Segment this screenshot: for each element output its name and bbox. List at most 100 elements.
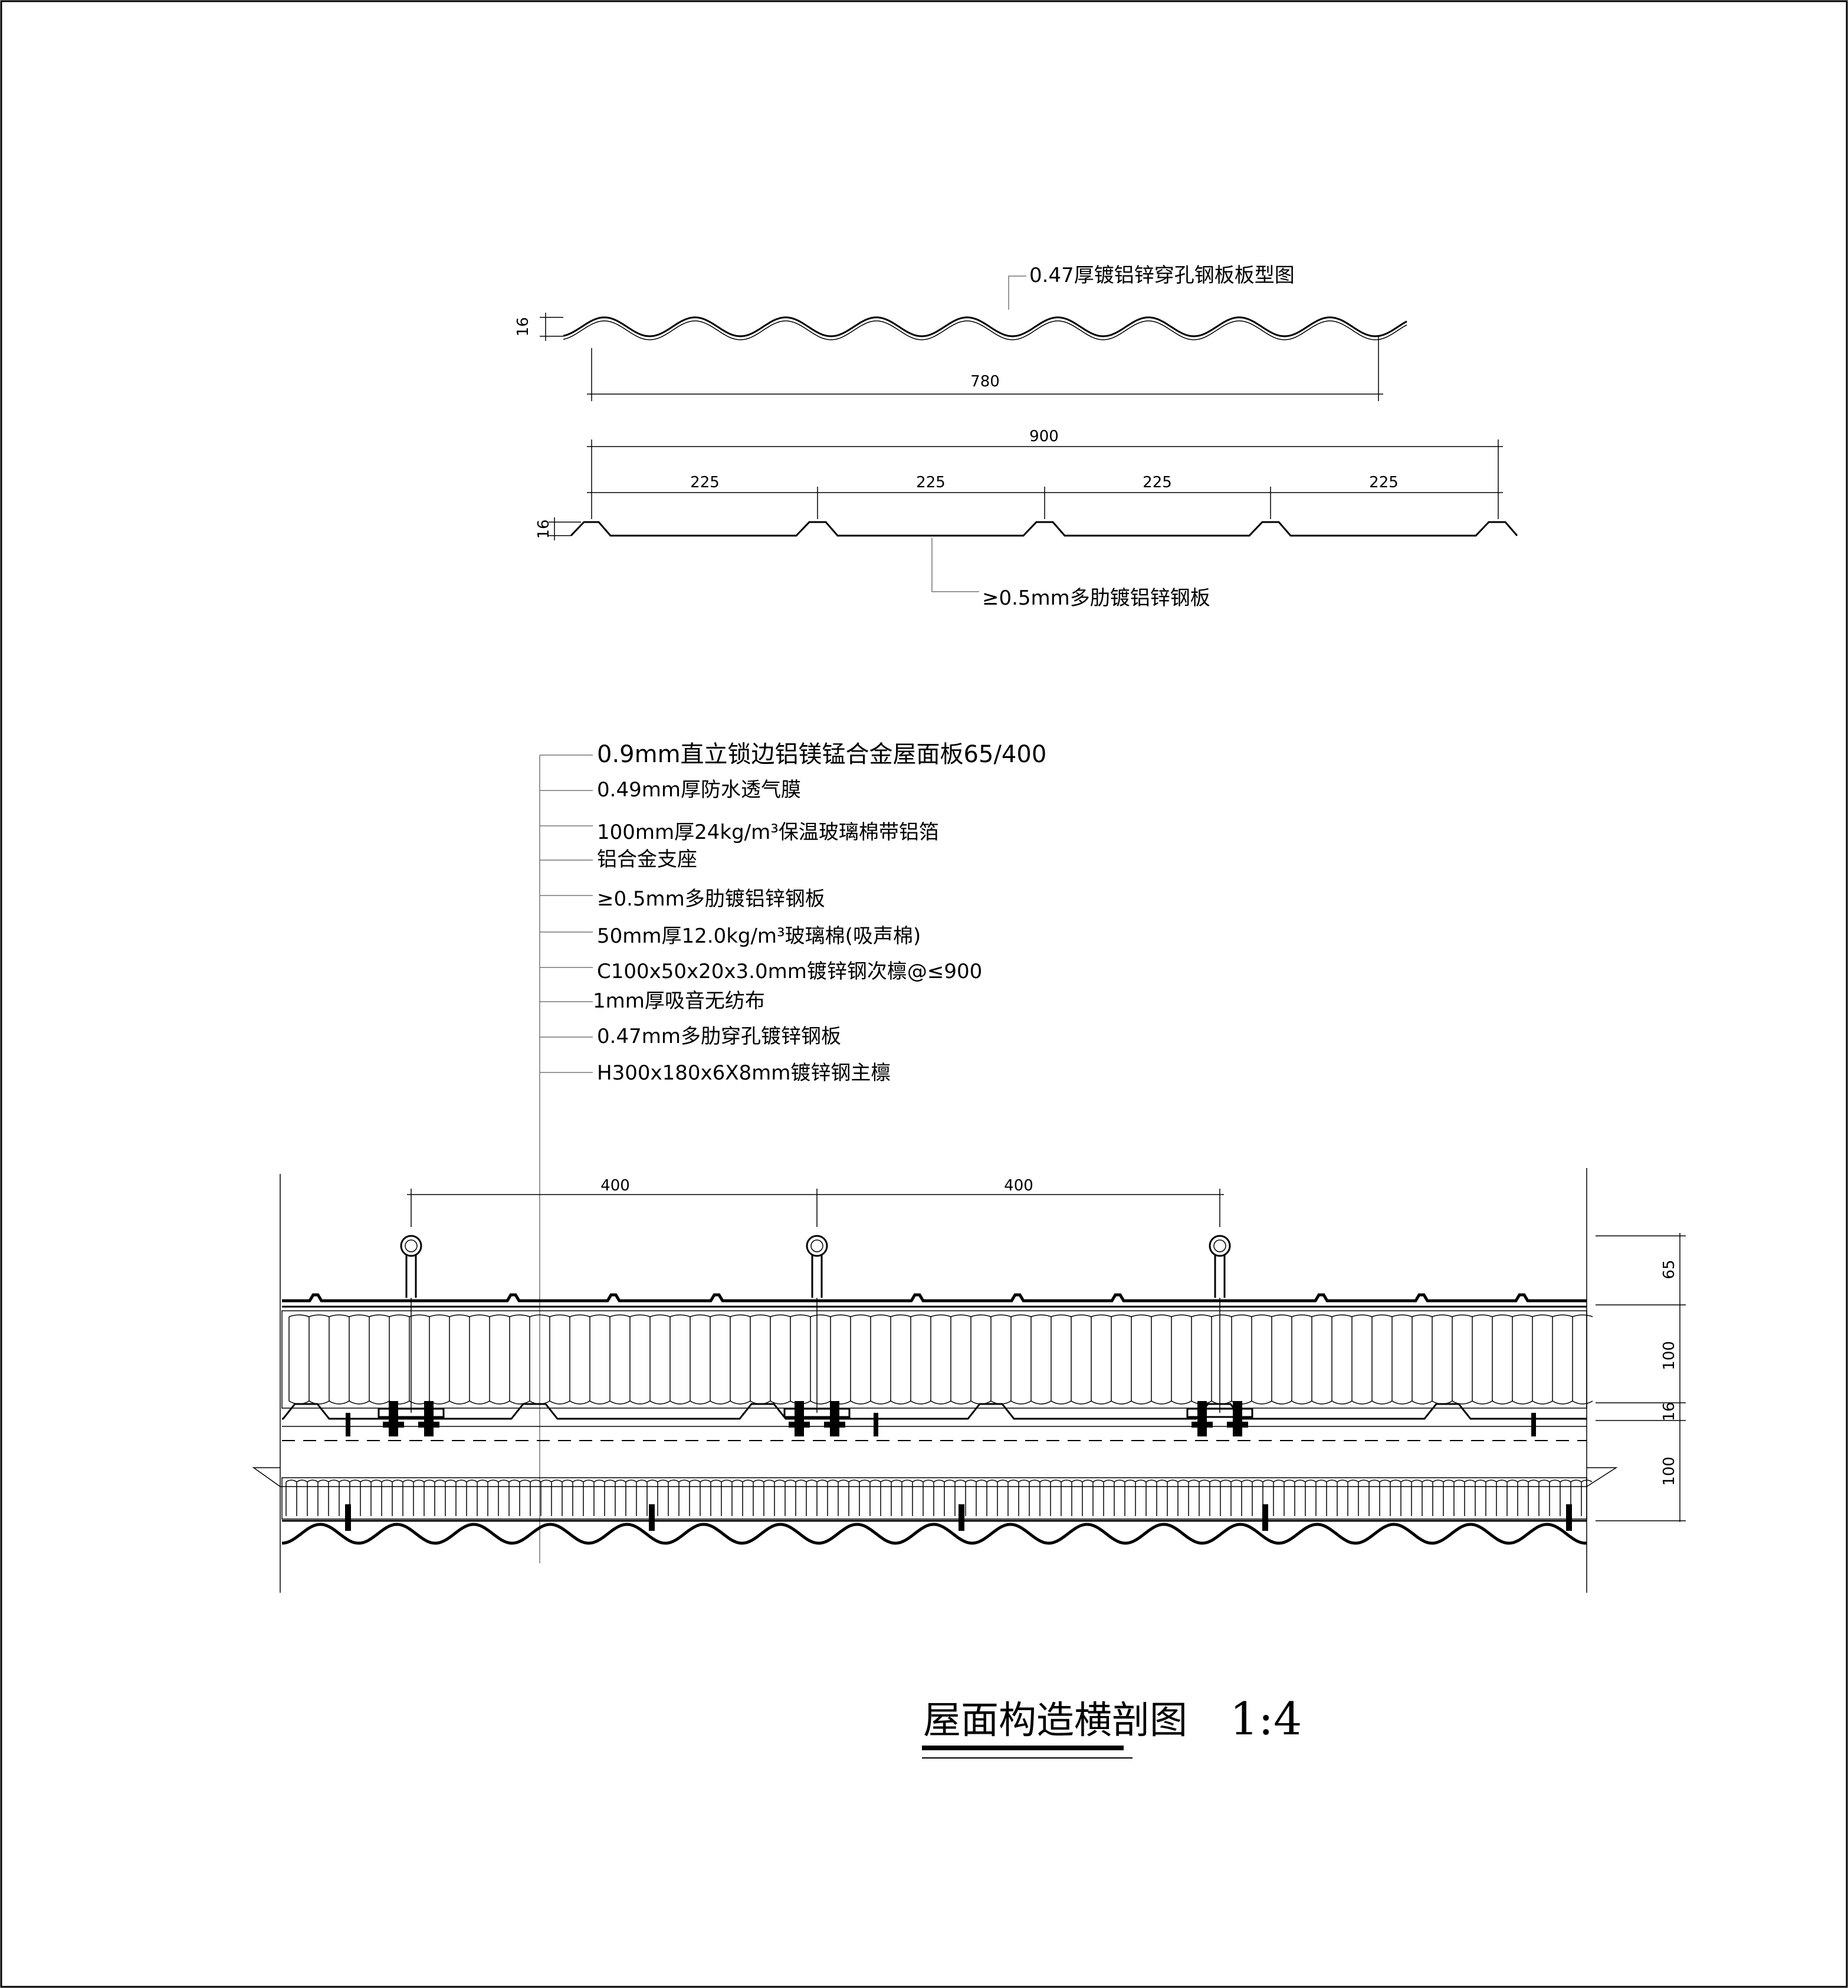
trap-rib-dim-2: 225 <box>916 474 946 491</box>
acoustic-cell <box>615 1479 626 1516</box>
acoustic-cell <box>1326 1479 1338 1516</box>
acoustic-cell <box>1071 1479 1083 1516</box>
wave-profile-lower-line <box>563 320 1407 340</box>
acoustic-cell <box>1422 1479 1433 1516</box>
acoustic-cell <box>1337 1479 1348 1516</box>
perforated-wave-sheet <box>281 1523 1587 1545</box>
insulation-cell <box>850 1314 871 1405</box>
insulation-cell <box>1432 1314 1453 1405</box>
insulation-cell <box>1412 1314 1433 1405</box>
insulation-cell <box>750 1314 771 1405</box>
wave-profile: 0.47厚镀铝锌穿孔钢板板型图 16 780 <box>514 264 1407 401</box>
callout-text-3: 100mm厚24kg/m³保温玻璃棉带铝箔 <box>597 821 939 844</box>
acoustic-cell <box>402 1479 414 1516</box>
acoustic-cell <box>466 1479 478 1516</box>
insulation-cell <box>1211 1314 1232 1405</box>
acoustic-cell <box>487 1479 499 1516</box>
insulation-cell <box>810 1314 831 1405</box>
acoustic-cell <box>540 1479 552 1516</box>
acoustic-cell <box>848 1479 860 1516</box>
lower-fasteners <box>345 1504 1572 1531</box>
acoustic-cell <box>1135 1479 1147 1516</box>
insulation-cell <box>1351 1314 1373 1405</box>
acoustic-cell <box>625 1479 637 1516</box>
acoustic-cell <box>604 1479 616 1516</box>
callout-text-7: C100x50x20x3.0mm镀锌钢次檩@≤900 <box>597 960 982 983</box>
acoustic-cell <box>413 1479 425 1516</box>
acoustic-cell <box>891 1479 902 1516</box>
acoustic-cell <box>370 1479 382 1516</box>
bolt <box>389 1401 398 1436</box>
insulation-cell <box>449 1314 470 1405</box>
right-dimensions: 65 100 16 100 <box>1596 1233 1686 1522</box>
acoustic-cell <box>1145 1479 1157 1516</box>
trapezoid-profile-line <box>570 521 1518 537</box>
acoustic-cell <box>1475 1479 1486 1516</box>
acoustic-cell <box>1368 1479 1380 1516</box>
acoustic-cell <box>1156 1479 1168 1516</box>
insulation-cell <box>730 1314 751 1405</box>
right-dim-16: 16 <box>1660 1402 1678 1421</box>
bracket-base-1 <box>378 1408 445 1418</box>
callout-text-2: 0.49mm厚防水透气膜 <box>597 778 801 802</box>
acoustic-cell <box>434 1479 446 1516</box>
acoustic-cell <box>721 1479 733 1516</box>
acoustic-cell <box>869 1479 881 1516</box>
acoustic-cell <box>1411 1479 1423 1516</box>
wave-height-dim: 16 <box>514 317 532 336</box>
callout-text-1: 0.9mm直立锁边铝镁锰合金屋面板65/400 <box>597 741 1046 768</box>
insulation-cell <box>1171 1314 1192 1405</box>
insulation-cell <box>369 1314 390 1405</box>
insulation-cell <box>1311 1314 1332 1405</box>
insulation-cell <box>950 1314 971 1405</box>
acoustic-cell <box>562 1479 573 1516</box>
acoustic-cell <box>1273 1479 1285 1516</box>
acoustic-cell <box>1560 1479 1571 1516</box>
seam-roll-3 <box>1209 1235 1231 1257</box>
acoustic-cell <box>1294 1479 1306 1516</box>
roof-panel-line <box>282 1293 1587 1303</box>
trap-rib-dim-3: 225 <box>1143 474 1172 491</box>
insulation-cell <box>1071 1314 1092 1405</box>
bolt-nut <box>418 1422 439 1428</box>
acoustic-cell <box>785 1479 796 1516</box>
insulation-cell <box>1111 1314 1132 1405</box>
acoustic-cell <box>1538 1479 1550 1516</box>
acoustic-cell <box>1506 1479 1518 1516</box>
wave-label-leader <box>1008 275 1026 310</box>
acoustic-cell <box>976 1479 987 1516</box>
acoustic-cell <box>657 1479 669 1516</box>
acoustic-cell <box>1029 1479 1040 1516</box>
screw <box>346 1413 350 1436</box>
insulation-cell <box>469 1314 490 1405</box>
insulation-cell <box>629 1314 651 1405</box>
acoustic-cell <box>1347 1479 1359 1516</box>
acoustic-cell <box>646 1479 658 1516</box>
acoustic-cell <box>827 1479 839 1516</box>
roof-section: 400 400 65 100 <box>252 1168 1686 1593</box>
wave-profile-upper-line <box>563 316 1407 337</box>
acoustic-cell <box>530 1479 541 1516</box>
acoustic-cell <box>1092 1479 1104 1516</box>
insulation-cell <box>1231 1314 1252 1405</box>
layer-callouts: 0.9mm直立锁边铝镁锰合金屋面板65/400 0.49mm厚防水透气膜 100… <box>539 741 1046 1563</box>
callout-text-5: ≥0.5mm多肋镀铝锌钢板 <box>597 887 825 911</box>
acoustic-cell <box>1114 1479 1125 1516</box>
acoustic-cell <box>636 1479 648 1516</box>
acoustic-cell <box>880 1479 892 1516</box>
insulation-cell <box>830 1314 851 1405</box>
acoustic-cell <box>1400 1479 1412 1516</box>
right-dim-65: 65 <box>1660 1259 1678 1279</box>
acoustic-cell <box>1432 1479 1444 1516</box>
lower-fastener <box>1566 1504 1572 1531</box>
insulation-cell <box>509 1314 530 1405</box>
acoustic-cell <box>1124 1479 1136 1516</box>
acoustic-cell <box>508 1479 520 1516</box>
seam-roll-1 <box>400 1235 422 1257</box>
insulation-cell <box>1492 1314 1513 1405</box>
acoustic-cell <box>1050 1479 1062 1516</box>
acoustic-cell <box>1188 1479 1200 1516</box>
acoustic-cell <box>317 1479 329 1516</box>
acoustic-cell <box>498 1479 510 1516</box>
